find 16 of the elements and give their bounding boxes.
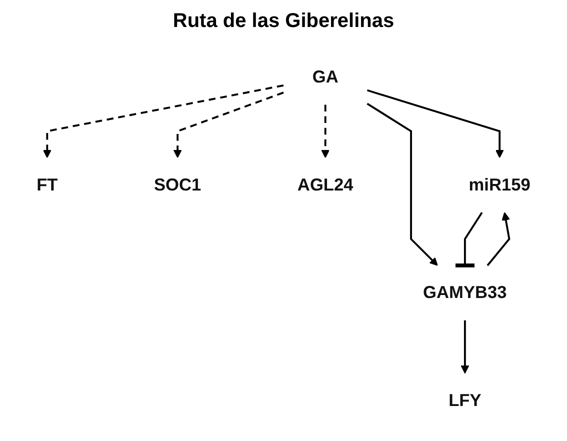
dashed-arrow [321, 104, 330, 158]
dashed-arrow [173, 92, 284, 158]
node-text: SOC1 [154, 174, 202, 194]
arrow [366, 102, 438, 266]
node-text: FT [36, 174, 58, 194]
inhibition-line [455, 212, 483, 268]
arrow [366, 89, 504, 158]
node-text: GA [312, 67, 338, 86]
node-text: GAMYB33 [423, 282, 507, 302]
diagram-title: Ruta de las Giberelinas [172, 10, 394, 33]
node-text: AGL24 [297, 174, 354, 194]
node-text: LFY [448, 390, 482, 410]
arrow [460, 320, 470, 374]
node-text: miR159 [468, 174, 530, 194]
arrow [486, 212, 510, 266]
dashed-arrow [42, 84, 284, 158]
